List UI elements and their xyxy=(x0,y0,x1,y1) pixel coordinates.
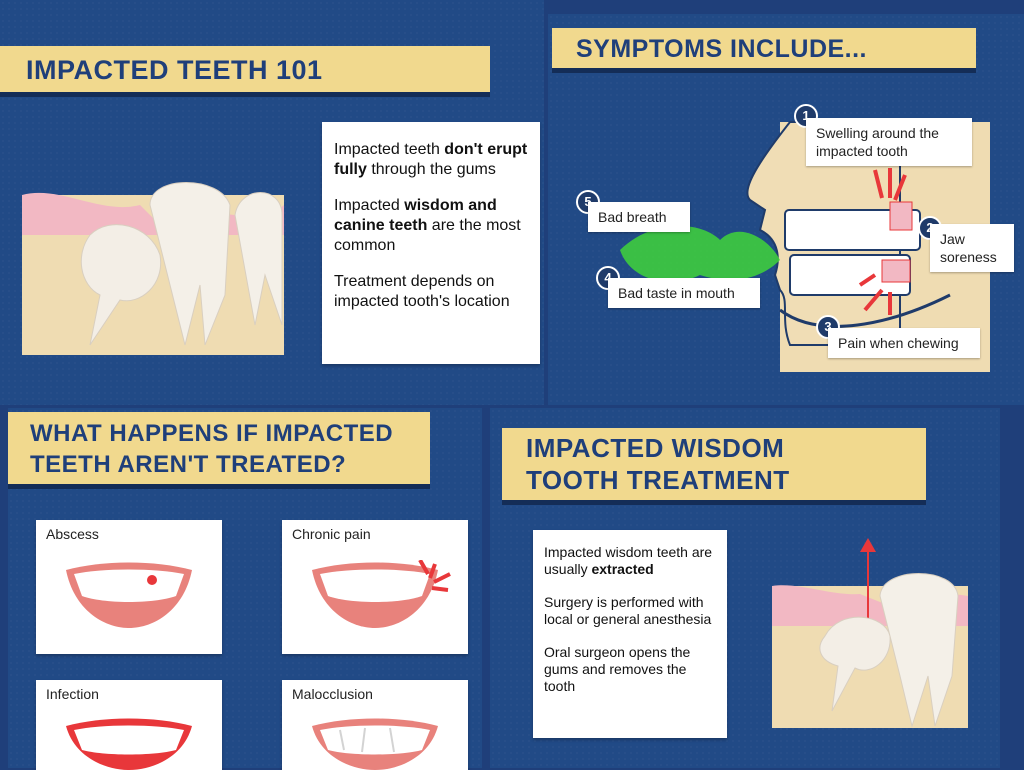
outcome-label: Abscess xyxy=(46,526,99,542)
section-title-treatment: IMPACTED WISDOM TOOTH TREATMENT xyxy=(502,428,926,500)
symptom-label-4: Bad taste in mouth xyxy=(608,278,760,308)
outcome-label: Chronic pain xyxy=(292,526,371,542)
outcome-card-chronic-pain: Chronic pain xyxy=(282,520,468,654)
smile-abscess-icon xyxy=(66,562,192,628)
symptom-label-1: Swelling around the impacted tooth xyxy=(806,118,972,166)
impacted-101-title: IMPACTED TEETH 101 xyxy=(26,55,323,85)
smile-malocclusion-icon xyxy=(312,718,438,770)
treatment-point: Impacted wisdom teeth are usually extrac… xyxy=(544,544,713,577)
untreated-title-line2: TEETH AREN'T TREATED? xyxy=(30,451,347,478)
extraction-arrow-head xyxy=(860,538,876,552)
outcome-card-abscess: Abscess xyxy=(36,520,222,654)
impacted-101-info-card: Impacted teeth don't erupt fully through… xyxy=(322,122,540,364)
outcome-label: Malocclusion xyxy=(292,686,373,702)
pain-burst-lower xyxy=(858,273,892,315)
section-title-untreated: WHAT HAPPENS IF IMPACTED TEETH AREN'T TR… xyxy=(8,412,430,484)
symptom-label-2: Jaw soreness xyxy=(930,224,1014,272)
erupted-molar xyxy=(149,182,231,346)
symptoms-title: SYMPTOMS INCLUDE... xyxy=(576,35,868,63)
impacted-lower-tooth xyxy=(881,259,911,283)
impacted-upper-tooth xyxy=(889,201,913,231)
treatment-title-line2: TOOTH TREATMENT xyxy=(526,465,790,495)
symptom-label-5: Bad breath xyxy=(588,202,690,232)
treatment-point: Surgery is performed with local or gener… xyxy=(544,594,712,627)
info-point: Impacted wisdom and canine teeth are the… xyxy=(334,197,521,254)
adjacent-molar xyxy=(879,573,959,728)
untreated-title-line1: WHAT HAPPENS IF IMPACTED xyxy=(30,420,394,447)
treatment-info-card: Impacted wisdom teeth are usually extrac… xyxy=(533,530,727,738)
outcome-card-infection: Infection xyxy=(36,680,222,770)
extracted-tooth xyxy=(819,616,891,712)
smile-pain-icon xyxy=(312,560,451,628)
breath-cloud xyxy=(620,226,780,282)
pain-burst-upper xyxy=(873,168,907,201)
section-title-symptoms: SYMPTOMS INCLUDE... xyxy=(552,28,976,68)
symptom-label-3: Pain when chewing xyxy=(828,328,980,358)
info-point: Impacted teeth don't erupt fully through… xyxy=(334,141,528,178)
smile-infection-icon xyxy=(66,718,192,770)
jaw-line xyxy=(779,293,951,328)
impacted-tooth-illustration xyxy=(22,182,284,355)
info-point: Treatment depends on impacted tooth's lo… xyxy=(334,273,510,310)
extraction-illustration xyxy=(772,538,968,728)
section-title-impacted-101: IMPACTED TEETH 101 xyxy=(0,46,490,92)
treatment-title-line1: IMPACTED WISDOM xyxy=(526,433,785,463)
impacted-tooth xyxy=(80,224,162,346)
outcome-card-malocclusion: Malocclusion xyxy=(282,680,468,770)
outcome-label: Infection xyxy=(46,686,99,702)
treatment-point: Oral surgeon opens the gums and removes … xyxy=(544,644,691,694)
neighbor-molar xyxy=(234,192,283,326)
